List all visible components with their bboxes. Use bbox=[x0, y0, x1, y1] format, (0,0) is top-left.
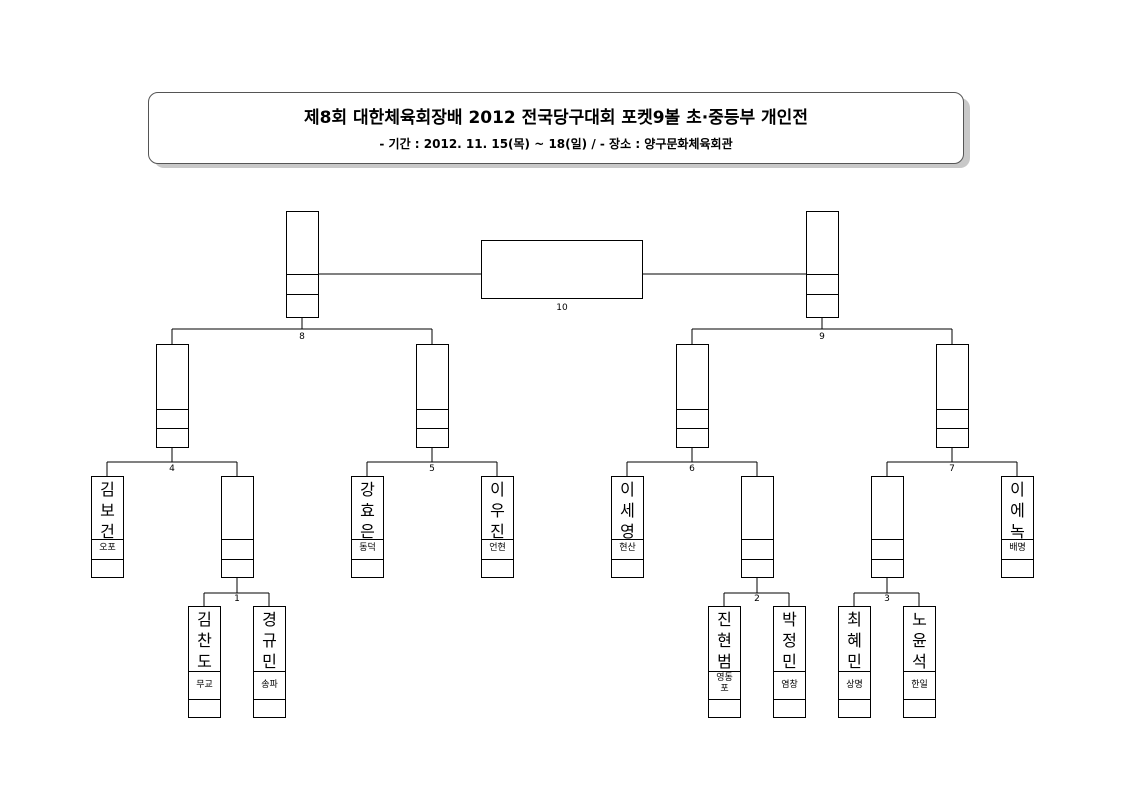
player-name: 진현범 bbox=[717, 610, 732, 671]
player-name: 최혜민 bbox=[847, 610, 862, 671]
player-name: 김찬도 bbox=[197, 610, 212, 671]
player-affiliation: 배명 bbox=[1009, 543, 1026, 553]
semifinal-slot-right bbox=[806, 211, 839, 318]
qf-slot-5 bbox=[416, 344, 449, 448]
player-affiliation: 현산 bbox=[619, 543, 636, 553]
match-number: 8 bbox=[299, 332, 305, 342]
player-box: 진현범 영동포 bbox=[708, 606, 741, 718]
player-box: 경규민 송파 bbox=[253, 606, 286, 718]
player-affiliation: 오포 bbox=[99, 543, 116, 553]
page-title: 제8회 대한체육회장배 2012 전국당구대회 포켓9볼 초·중등부 개인전 bbox=[304, 108, 808, 128]
r16-slot-1 bbox=[221, 476, 254, 578]
semifinal-slot-left bbox=[286, 211, 319, 318]
player-name: 노윤석 bbox=[912, 610, 927, 671]
match-number: 9 bbox=[819, 332, 825, 342]
final-box bbox=[481, 240, 643, 299]
player-box: 이세영 현산 bbox=[611, 476, 644, 578]
match-number: 5 bbox=[429, 464, 435, 474]
player-box: 강효은 동덕 bbox=[351, 476, 384, 578]
qf-slot-6 bbox=[676, 344, 709, 448]
r16-slot-2 bbox=[741, 476, 774, 578]
player-name: 이세영 bbox=[620, 480, 635, 541]
match-number: 1 bbox=[234, 594, 240, 604]
page-subtitle: - 기간 : 2012. 11. 15(목) ~ 18(일) / - 장소 : … bbox=[379, 137, 733, 151]
qf-slot-4 bbox=[156, 344, 189, 448]
match-number: 2 bbox=[754, 594, 760, 604]
player-affiliation: 무교 bbox=[196, 680, 213, 690]
player-box: 박정민 염창 bbox=[773, 606, 806, 718]
title-box: 제8회 대한체육회장배 2012 전국당구대회 포켓9볼 초·중등부 개인전 -… bbox=[148, 92, 964, 164]
player-box: 김찬도 무교 bbox=[188, 606, 221, 718]
player-affiliation: 언현 bbox=[489, 543, 506, 553]
player-name: 경규민 bbox=[262, 610, 277, 671]
match-number: 6 bbox=[689, 464, 695, 474]
player-box: 노윤석 한일 bbox=[903, 606, 936, 718]
player-box: 이우진 언현 bbox=[481, 476, 514, 578]
match-number: 4 bbox=[169, 464, 175, 474]
player-name: 이에녹 bbox=[1010, 480, 1025, 541]
match-number: 7 bbox=[949, 464, 955, 474]
qf-slot-7 bbox=[936, 344, 969, 448]
player-affiliation: 송파 bbox=[261, 680, 278, 690]
player-affiliation: 상명 bbox=[846, 680, 863, 690]
player-name: 김보건 bbox=[100, 480, 115, 541]
player-name: 박정민 bbox=[782, 610, 797, 671]
match-number: 10 bbox=[556, 303, 568, 313]
r16-slot-3 bbox=[871, 476, 904, 578]
player-name: 이우진 bbox=[490, 480, 505, 541]
match-number: 3 bbox=[884, 594, 890, 604]
player-name: 강효은 bbox=[360, 480, 375, 541]
player-affiliation: 염창 bbox=[781, 680, 798, 690]
player-affiliation: 영동포 bbox=[716, 673, 733, 694]
player-affiliation: 한일 bbox=[911, 680, 928, 690]
player-box: 이에녹 배명 bbox=[1001, 476, 1034, 578]
player-box: 김보건 오포 bbox=[91, 476, 124, 578]
player-box: 최혜민 상명 bbox=[838, 606, 871, 718]
player-affiliation: 동덕 bbox=[359, 543, 376, 553]
